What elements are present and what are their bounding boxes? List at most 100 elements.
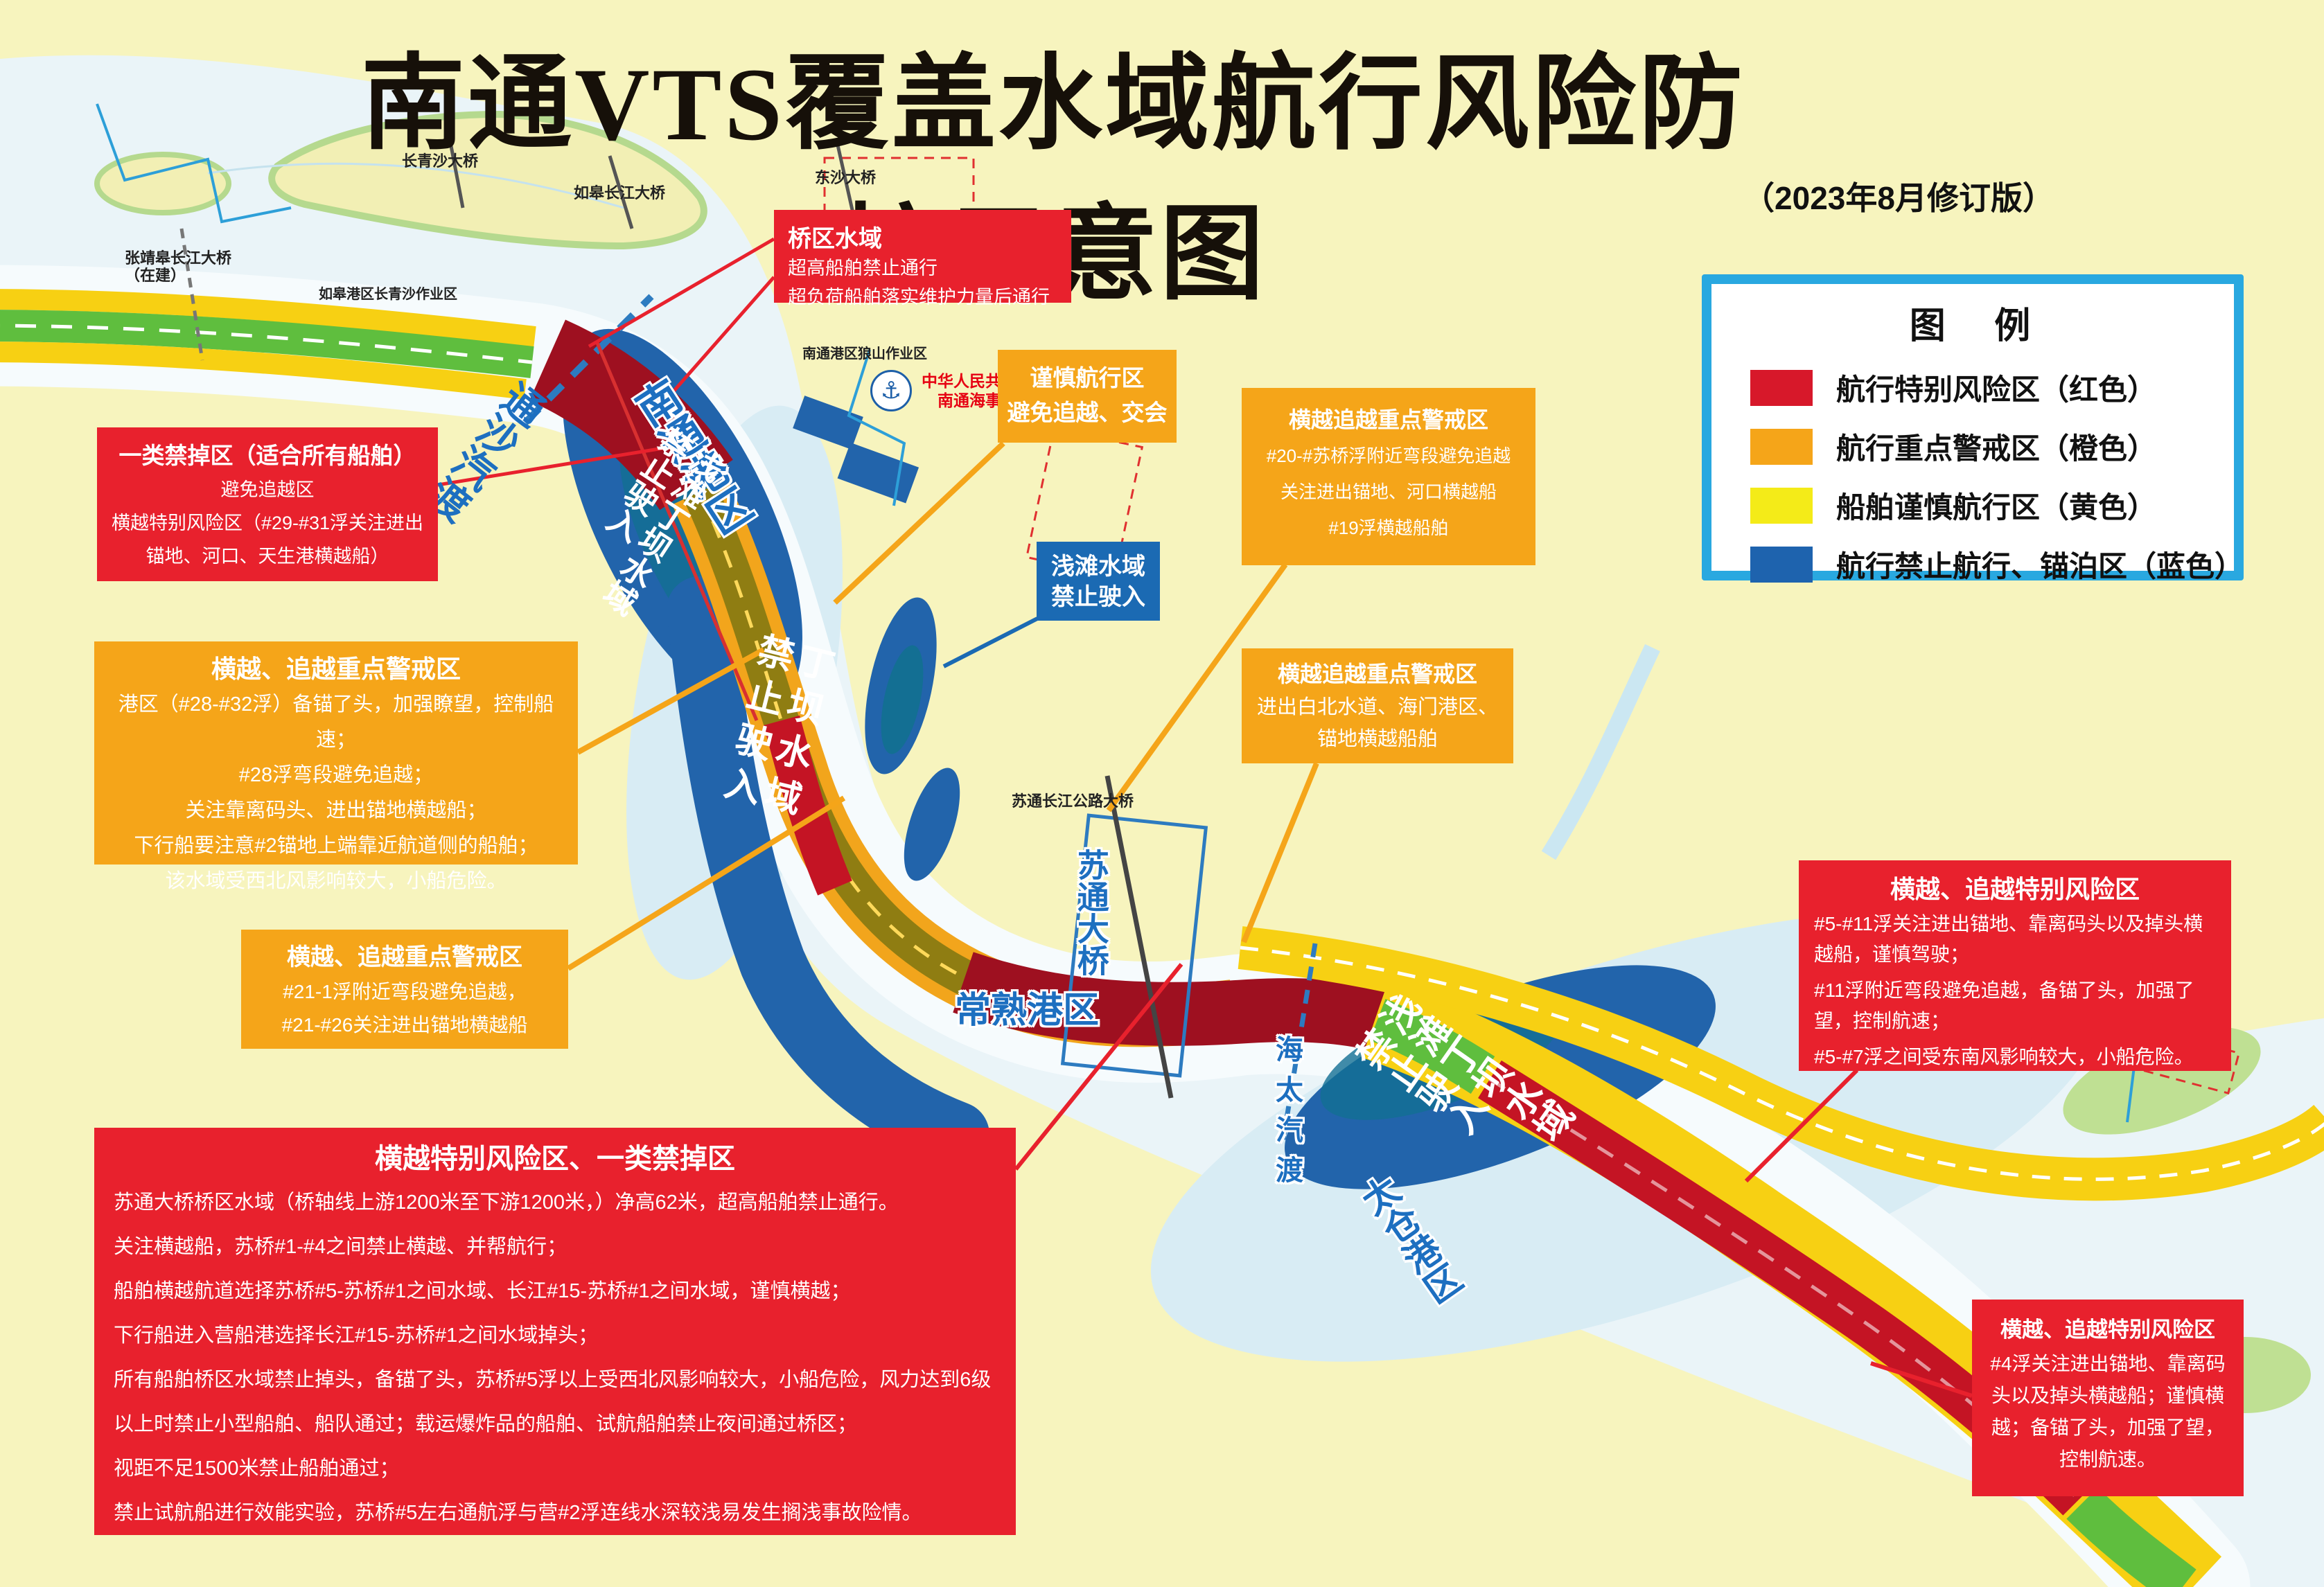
legend-row-key-watch: 航行重点警戒区（橙色） (1750, 425, 2209, 468)
rugao-bridge-line (608, 155, 634, 229)
legend-swatch-orange (1750, 428, 1813, 465)
island-small-west (94, 152, 231, 215)
callout-line: 下行船要注意#2锚地上端靠近航道侧的船舶； (134, 835, 538, 857)
callout-line: 禁止驶入 (1051, 584, 1145, 610)
risk-band-sutong (953, 952, 1387, 1051)
callout-line: 所有船舶桥区水域禁止掉头，备锚了头，苏桥#5浮以上受西北风影响较大，小船危险，风… (114, 1369, 992, 1391)
callout-line: 下行船进入营船港选择长江#15-苏桥#1之间水域掉头； (114, 1324, 599, 1347)
leader-watch28 (576, 647, 765, 755)
callout-title: 横越、追越特别风险区 (2000, 1318, 2215, 1342)
callout-watch-28: 横越、追越重点警戒区 港区（#28-#32浮）备锚了头，加强瞭望，控制船速； #… (94, 641, 578, 892)
legend: 图 例 航行特别风险区（红色） 航行重点警戒区（橙色） 船舶谨慎航行区（黄色） … (1702, 274, 2244, 583)
no-entry-zone-groyne (667, 576, 989, 1168)
anchorage-rect-2 (837, 442, 919, 504)
leader-lines (437, 237, 1973, 1398)
callout-line: #21-1浮附近弯段避免追越， (283, 981, 527, 1002)
leader-special511 (1744, 1068, 1859, 1183)
legend-title: 图 例 (1909, 306, 2050, 346)
no-entry-blob-1-core (881, 645, 924, 754)
leader-shoal (942, 617, 1039, 668)
legend-label-orange: 航行重点警戒区（橙色） (1836, 432, 2157, 465)
risk-band-middle (763, 715, 852, 896)
depth-contour-1 (207, 162, 624, 209)
callout-watch-baibei: 横越追越重点警戒区 进出白北水道、海门港区、 锚地横越船舶 (1242, 648, 1513, 763)
dongsha-bridge-line (835, 141, 856, 217)
anchor-icon: ⚓ (870, 370, 912, 411)
chart-red-line (595, 342, 759, 721)
callout-line: 浅滩水域 (1051, 553, 1145, 580)
callout-line: #5-#7浮之间受东南风影响较大，小船危险。 (1814, 1046, 2194, 1067)
callout-line: #19浮横越船舶 (1328, 517, 1449, 538)
callout-line: 以上时禁止小型船舶、船队通过；载运爆炸品的船舶、试航船舶禁止夜间通过桥区； (114, 1413, 858, 1435)
leader-cautious (833, 441, 1005, 605)
callout-line: 船舶横越航道选择苏桥#5-苏桥#1之间水域、长江#15-苏桥#1之间水域，谨慎横… (114, 1280, 851, 1302)
callout-line: 视距不足1500米禁止船舶通过； (114, 1457, 400, 1480)
callout-special-4: 横越、追越特别风险区 #4浮关注进出锚地、靠离码头以及掉头横越船；谨慎横越；备锚… (1972, 1300, 2244, 1496)
risk-band-bridge-zone (529, 319, 733, 511)
sutong-bridge-line (1104, 775, 1174, 1099)
channel-yellow-lower (0, 342, 527, 400)
callout-line: 锚地横越船舶 (1317, 728, 1438, 750)
callout-line: 关注靠离码头、进出锚地横越船； (185, 799, 487, 822)
leader-baibei (1241, 762, 1319, 943)
callout-title: 横越追越重点警戒区 (1277, 662, 1477, 686)
leader-watch20 (1106, 562, 1288, 813)
callout-watch-20: 横越追越重点警戒区 #20-#苏桥浮附近弯段避免追越 关注进出锚地、河口横越船 … (1242, 388, 1535, 565)
island-changqingsha (268, 110, 707, 250)
callout-class1-ban: 一类禁掉区（适合所有船舶） 避免追越区 横越特别风险区（#29-#31浮关注进出… (97, 427, 438, 581)
channel-green-centerline (0, 323, 533, 364)
callout-watch-21: 横越、追越重点警戒区 #21-1浮附近弯段避免追越， #21-#26关注进出锚地… (241, 930, 568, 1049)
callout-special-5-11: 横越、追越特别风险区 #5-#11浮关注进出锚地、靠离码头以及掉头横越船，谨慎驾… (1799, 860, 2231, 1071)
callout-line: #5-#11浮关注进出锚地、靠离码头以及掉头横越船，谨慎驾驶； (1814, 913, 2203, 965)
changqingsha-bridge-line (447, 134, 465, 209)
channel-green-segment-1 (1369, 999, 1495, 1094)
haitai-ferry-line (1280, 943, 1318, 1140)
legend-label-yellow: 船舶谨慎航行区（黄色） (1836, 491, 2157, 524)
callout-line: 进出白北水道、海门港区、 (1256, 696, 1498, 718)
callout-line: 港区（#28-#32浮）备锚了头，加强瞭望，控制船速； (118, 693, 554, 751)
page-subtitle: （2023年8月修订版） (1743, 180, 2054, 216)
leader-bridge-zone-1 (588, 237, 775, 348)
tongsha-ferry-line (522, 294, 654, 425)
callout-title: 桥区水域 (788, 226, 882, 252)
legend-label-blue: 航行禁止航行、锚泊区（蓝色） (1836, 550, 2244, 583)
callout-line: 避免追越、交会 (1007, 400, 1168, 425)
channel-green-segment-2 (2066, 1487, 2197, 1587)
callout-title: 横越、追越重点警戒区 (211, 655, 461, 683)
zhangjinggao-bridge-line (179, 228, 204, 361)
callout-line: 关注进出锚地、河口横越船 (1280, 481, 1497, 502)
callout-line: 该水域受西北风影响较大，小船危险。 (165, 870, 507, 892)
callout-line: 谨慎航行区 (1030, 365, 1145, 391)
callout-shoal-no-entry: 浅滩水域 禁止驶入 (1037, 542, 1160, 621)
legend-row-forbidden: 航行禁止航行、锚泊区（蓝色） (1750, 543, 2244, 585)
callout-line: #21-#26关注进出锚地横越船 (281, 1014, 528, 1036)
callout-line: 超高船舶禁止通行 (788, 258, 937, 278)
channel-yellow-north-centerline (1240, 946, 2324, 1181)
legend-swatch-yellow (1750, 487, 1813, 524)
callout-sutong-special-risk: 横越特别风险区、一类禁掉区 苏通大桥桥区水域（桥轴线上游1200米至下游1200… (94, 1128, 1016, 1535)
callout-title: 横越、追越特别风险区 (1890, 875, 2140, 903)
legend-row-cautious: 船舶谨慎航行区（黄色） (1750, 484, 2209, 526)
no-entry-blob-2 (904, 768, 960, 881)
channel-yellow-upper (0, 289, 536, 347)
leader-watch21 (566, 795, 846, 971)
callout-line: 禁止试航船进行效能实验，苏桥#5左右通航浮与营#2浮连线水深较浅易发生搁浅事故险… (114, 1502, 922, 1524)
leader-special4 (1870, 1361, 1973, 1398)
leader-class1 (437, 441, 694, 487)
port-boundary-2 (847, 349, 906, 506)
leader-sutong (1014, 963, 1183, 1171)
callout-bridge-zone: 桥区水域 超高船舶禁止通行 超负荷船舶落实维护力量后通行 (774, 210, 1071, 308)
legend-row-special-risk: 航行特别风险区（红色） (1750, 366, 2209, 409)
callout-title: 横越追越重点警戒区 (1288, 407, 1488, 432)
callout-title: 横越、追越重点警戒区 (287, 944, 522, 970)
legend-swatch-red (1750, 369, 1813, 406)
callout-line: 苏通大桥桥区水域（桥轴线上游1200米至下游1200米，）净高62米，超高船舶禁… (114, 1191, 899, 1214)
legend-label-red: 航行特别风险区（红色） (1836, 373, 2157, 406)
tributary-haimen (1541, 644, 1660, 860)
callout-line: 关注横越船，苏桥#1-#4之间禁止横越、并帮航行； (114, 1236, 567, 1258)
callout-line: 避免追越区 (220, 479, 315, 500)
callout-title: 一类禁掉区（适合所有船舶） (118, 443, 416, 468)
sutong-bridge-zone-outline (1060, 813, 1208, 1078)
